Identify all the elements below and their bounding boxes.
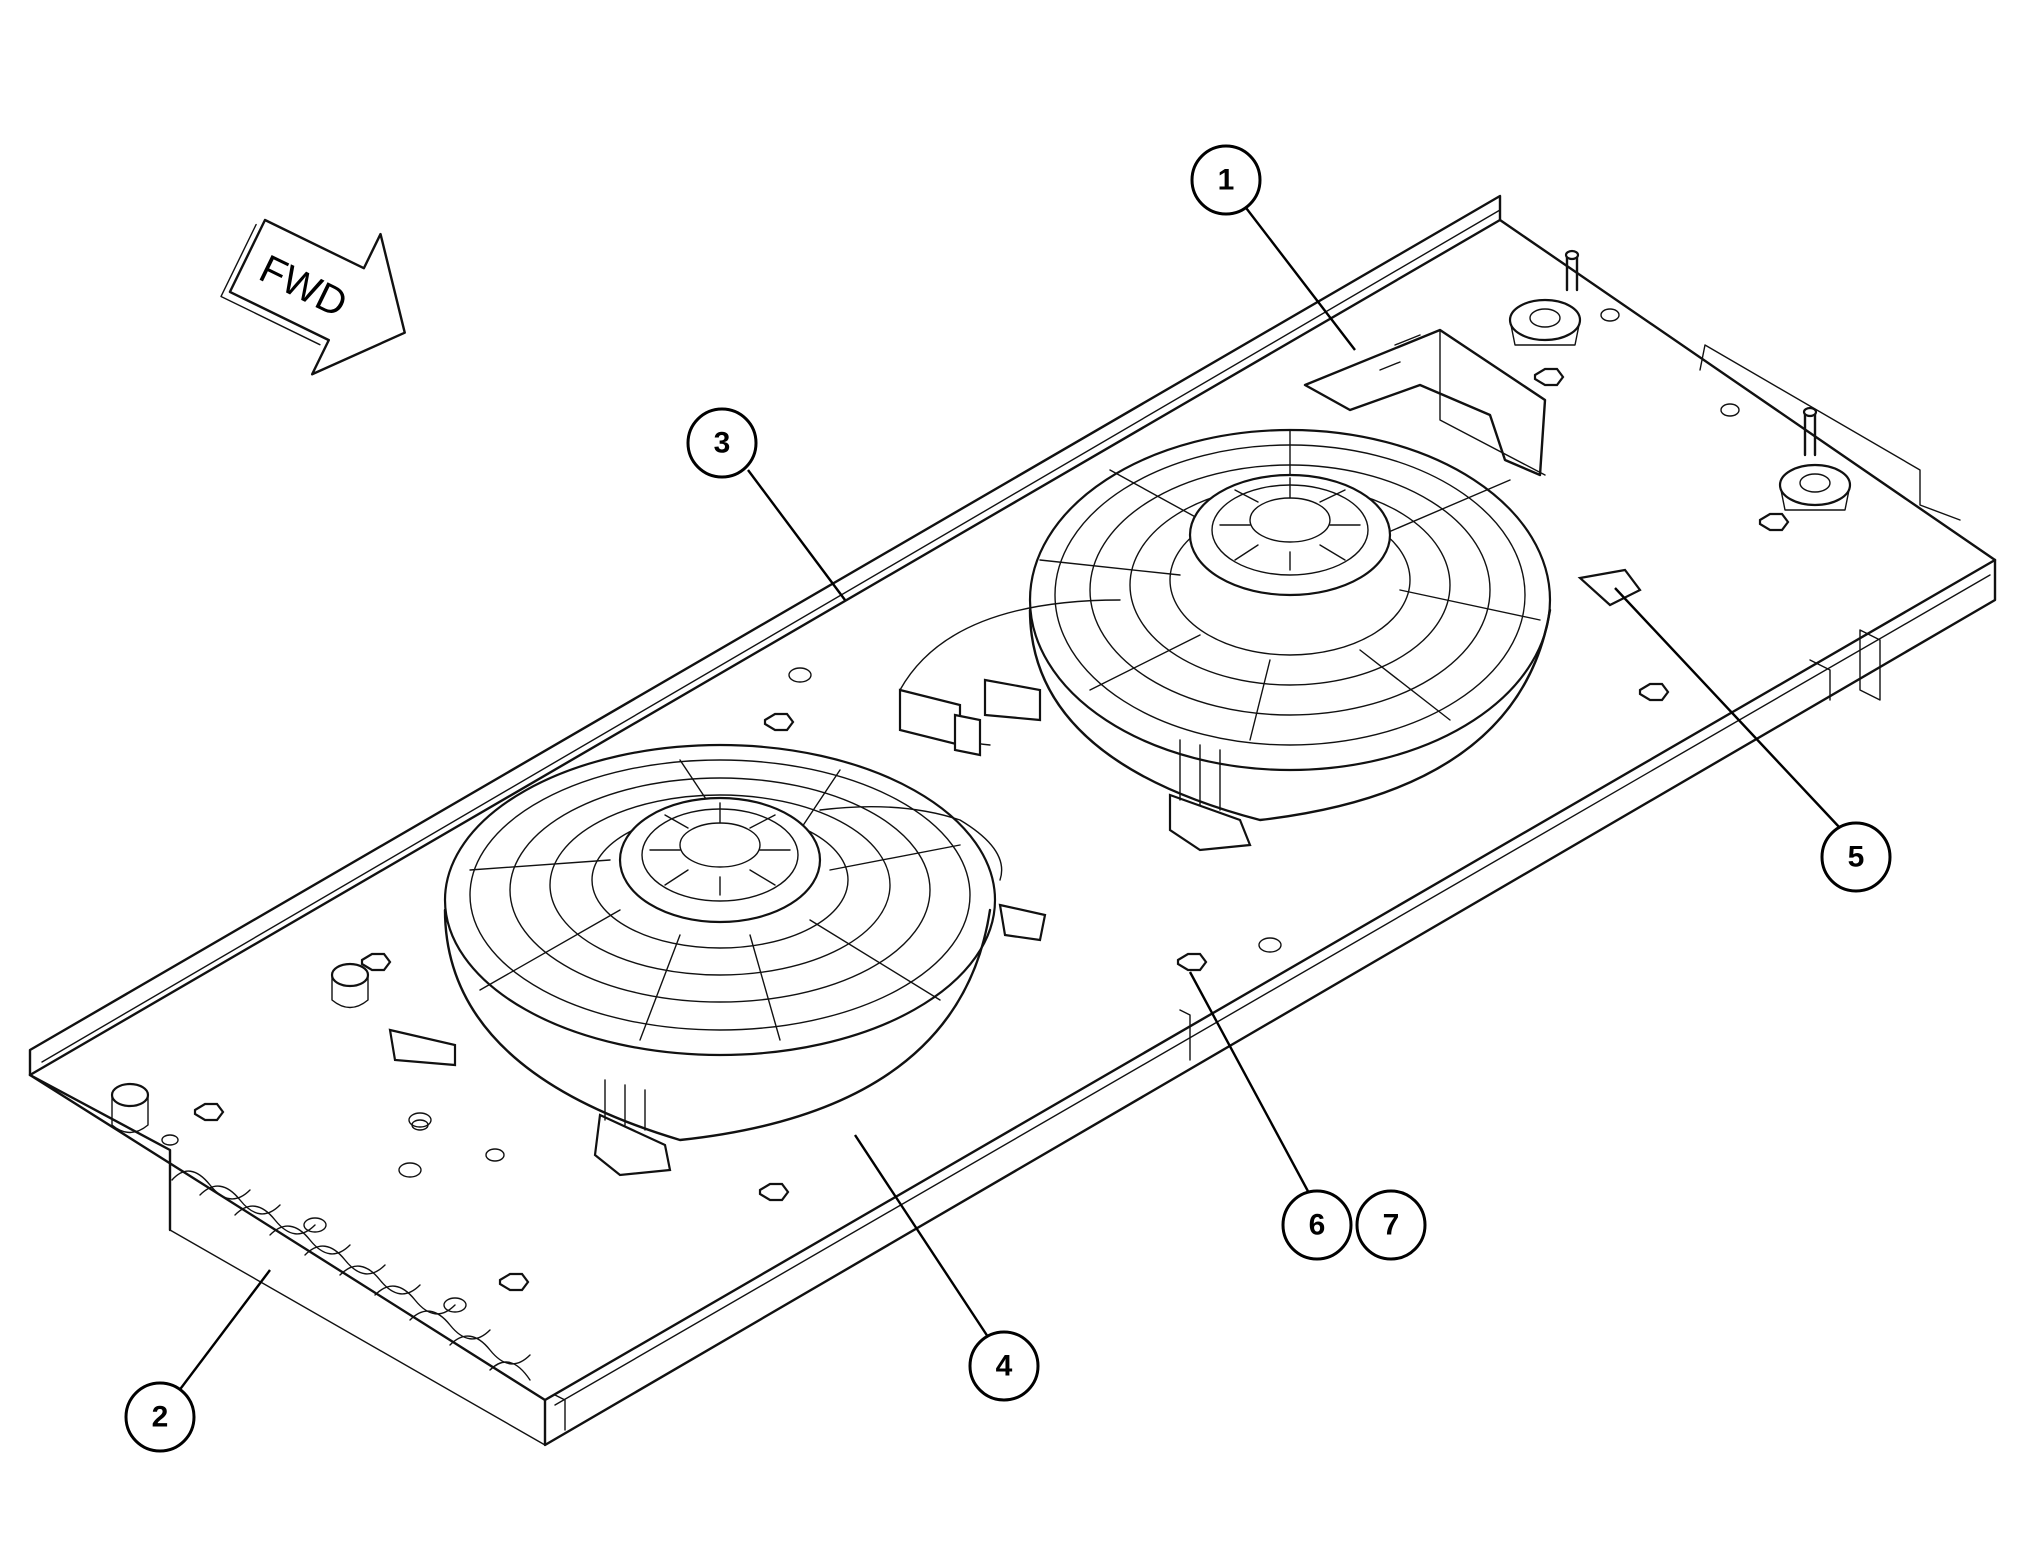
condenser-coil — [171, 1170, 531, 1381]
callout-6: 6 — [1188, 971, 1353, 1261]
callout-3: 3 — [686, 407, 846, 601]
standoff-post-2 — [1778, 406, 1852, 511]
fan-assembly-rear — [898, 428, 1642, 852]
callout-4: 4 — [853, 1134, 1040, 1402]
spacers — [110, 962, 370, 1134]
callout-2: 2 — [124, 1269, 271, 1453]
fan-assembly-front — [388, 743, 1047, 1177]
callout-label-2: 2 — [152, 1401, 169, 1434]
callout-1: 1 — [1190, 144, 1356, 351]
callout-7: 7 — [1355, 1189, 1427, 1261]
hex-nuts — [193, 367, 1790, 1292]
callout-label-4: 4 — [996, 1350, 1013, 1383]
callout-5: 5 — [1614, 587, 1892, 893]
callout-label-6: 6 — [1309, 1209, 1326, 1242]
control-bracket — [1303, 328, 1547, 477]
fwd-label: FWD — [253, 247, 354, 326]
callout-label-5: 5 — [1848, 841, 1865, 874]
standoff-post-1 — [1508, 249, 1582, 346]
callout-label-1: 1 — [1218, 164, 1235, 197]
callout-label-3: 3 — [714, 427, 731, 460]
base-plate — [28, 194, 1997, 1447]
callout-label-7: 7 — [1383, 1209, 1400, 1242]
fwd-arrow: FWD — [220, 218, 406, 376]
plate-holes — [161, 308, 1740, 1313]
